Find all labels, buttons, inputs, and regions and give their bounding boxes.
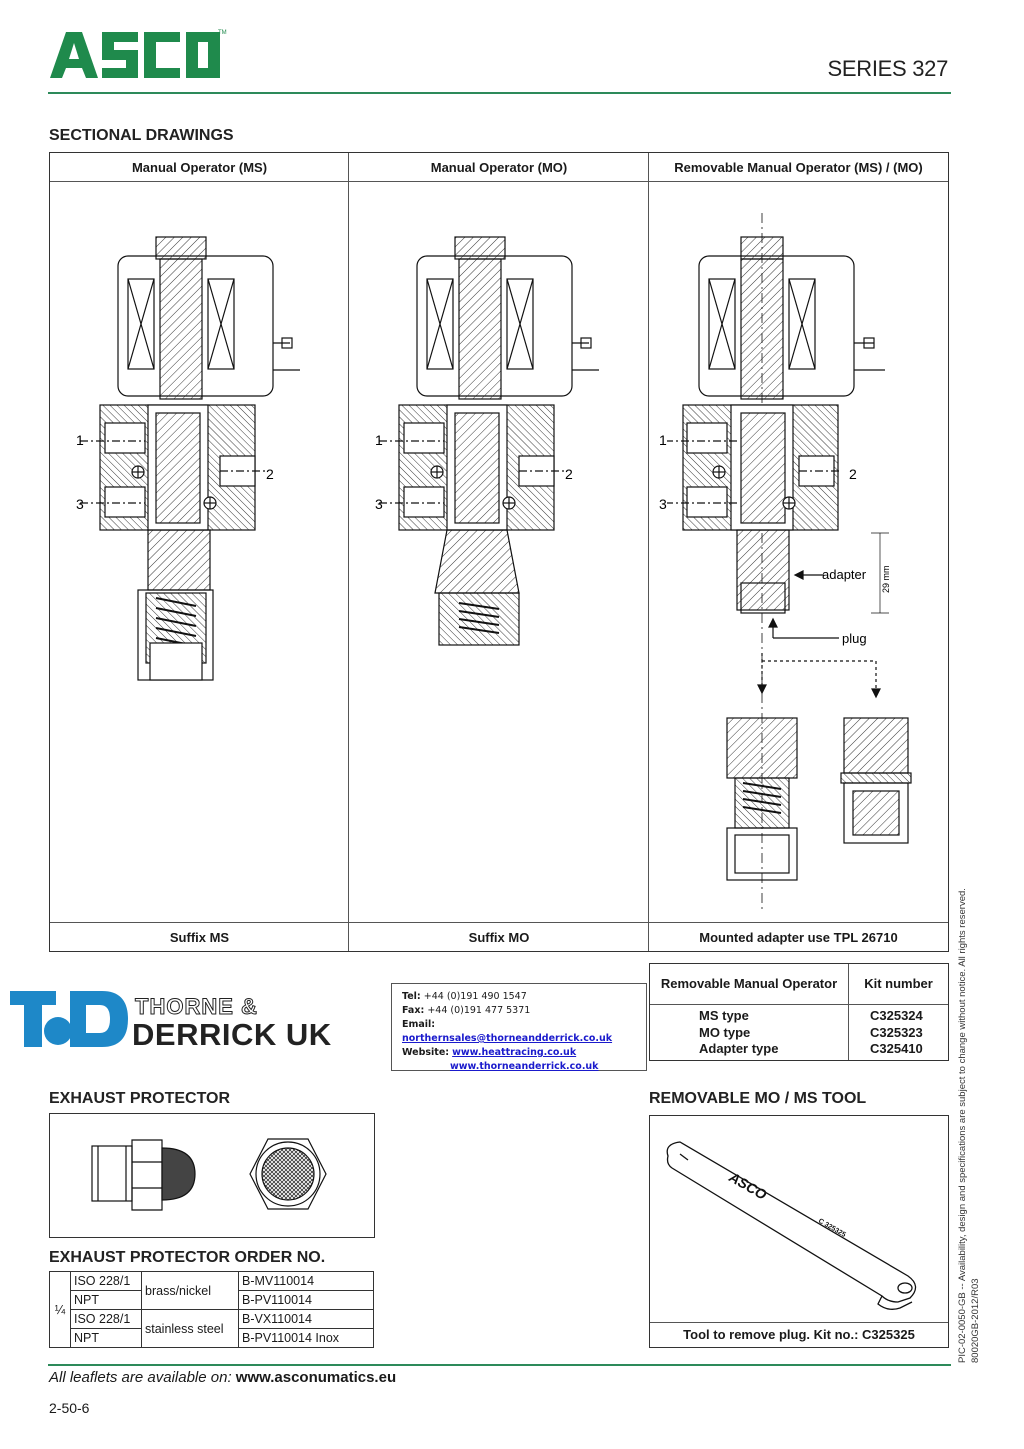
footer-leaflet-text: All leaflets are available on:: [49, 1369, 236, 1386]
footer-leaflets: All leaflets are available on: www.ascon…: [49, 1369, 396, 1386]
kit-head-operator: Removable Manual Operator: [660, 976, 838, 991]
kit-divider: [848, 964, 850, 1060]
thread-cell: NPT: [70, 1328, 142, 1348]
side-legal-text: PIC-02-0050-GB -- Availability, design a…: [956, 843, 982, 1363]
col-head-mo: Manual Operator (MO): [349, 153, 649, 182]
tool-drawing: ASCO C 325325: [666, 1141, 917, 1310]
port-label-1: 1: [375, 432, 383, 448]
thread-cell: ISO 228/1: [70, 1271, 142, 1291]
order-cell: B-VX110014: [238, 1309, 374, 1329]
thread-cell: NPT: [70, 1290, 142, 1310]
valve-drawing-ms: 1 2 3: [76, 236, 300, 681]
col-head-ms: Manual Operator (MS): [50, 153, 349, 182]
header-rule: [48, 92, 951, 94]
col-divider: [348, 153, 350, 951]
dimension-label: 29 mm: [881, 565, 891, 593]
col-foot-mo: Suffix MO: [349, 922, 649, 951]
fax-value: +44 (0)191 477 5371: [427, 1005, 531, 1016]
sectional-table: Manual Operator (MS) Manual Operator (MO…: [49, 152, 949, 952]
email-label: Email:: [402, 1019, 436, 1030]
fax-label: Fax:: [402, 1005, 425, 1016]
order-cell: B-MV110014: [238, 1271, 374, 1291]
plug-label: plug: [842, 631, 867, 646]
tool-title: REMOVABLE MO / MS TOOL: [649, 1090, 867, 1107]
trademark: TM: [218, 30, 227, 36]
thorne-derrick-logo: THORNE & DERRICK UK: [10, 991, 332, 1051]
footer-url[interactable]: www.asconumatics.eu: [235, 1369, 397, 1386]
exhaust-title: EXHAUST PROTECTOR: [49, 1090, 231, 1107]
website-link-heattracing[interactable]: www.heattracing.co.uk: [452, 1047, 577, 1058]
kit-type: MS type: [699, 1008, 749, 1023]
kit-number: C325323: [870, 1025, 923, 1040]
tool-caption: Tool to remove plug. Kit no.: C325325: [650, 1322, 948, 1347]
distributor-name-line2: DERRICK UK: [132, 1017, 332, 1051]
kit-number: C325324: [870, 1008, 923, 1023]
sectional-title: SECTIONAL DRAWINGS: [49, 127, 234, 144]
valve-drawing-mo: 1 2 3: [375, 236, 599, 646]
tel-value: +44 (0)191 490 1547: [423, 991, 527, 1002]
port-label-2: 2: [849, 466, 857, 482]
col-divider: [648, 153, 650, 951]
exhaust-order-table: ¼ ISO 228/1 brass/nickel B-MV110014 NPT …: [49, 1271, 374, 1348]
table-row: NPT B-PV110014 Inox: [50, 1328, 374, 1348]
tool-box: ASCO C 325325 Tool to remove plug. Kit n…: [649, 1115, 949, 1348]
exhaust-order-title: EXHAUST PROTECTOR ORDER NO.: [49, 1249, 326, 1266]
material-cell: stainless steel: [141, 1309, 239, 1348]
port-label-1: 1: [659, 432, 667, 448]
port-label-3: 3: [659, 496, 667, 512]
series-title: SERIES 327: [827, 56, 948, 81]
material-cell: brass/nickel: [141, 1271, 239, 1310]
col-head-removable: Removable Manual Operator (MS) / (MO): [649, 153, 948, 182]
kit-type: MO type: [699, 1025, 751, 1040]
exhaust-drawing-box: [49, 1113, 375, 1238]
page-number: 2-50-6: [49, 1400, 90, 1416]
table-row: NPT B-PV110014: [50, 1290, 374, 1310]
exhaust-protector-drawing: [91, 1138, 327, 1211]
side-line-1: PIC-02-0050-GB -- Availability, design a…: [957, 888, 968, 1363]
contact-box: Tel: +44 (0)191 490 1547 Fax: +44 (0)191…: [391, 983, 647, 1072]
tel-label: Tel:: [402, 991, 421, 1002]
col-foot-ms: Suffix MS: [50, 922, 349, 951]
web-label: Website:: [402, 1047, 450, 1058]
kit-table: Removable Manual Operator Kit number MS …: [649, 963, 949, 1061]
port-label-1: 1: [76, 432, 84, 448]
order-cell: B-PV110014 Inox: [238, 1328, 374, 1348]
website-link-thorneanderrick[interactable]: www.thorneanderrick.co.uk: [450, 1061, 599, 1072]
side-line-2: 80020GB-2012/R03: [970, 1278, 981, 1363]
email-link[interactable]: northernsales@thorneandderrick.co.uk: [402, 1033, 613, 1044]
size-cell: ¼: [49, 1271, 71, 1348]
order-cell: B-PV110014: [238, 1290, 374, 1310]
adapter-label: adapter: [822, 567, 867, 582]
port-label-3: 3: [76, 496, 84, 512]
kit-divider: [650, 1004, 948, 1006]
kit-type: Adapter type: [699, 1041, 779, 1056]
kit-head-number: Kit number: [864, 976, 933, 991]
port-label-2: 2: [266, 466, 274, 482]
thread-cell: ISO 228/1: [70, 1309, 142, 1329]
valve-drawing-removable: 1 2 3 adapter plug 29 mm: [659, 213, 912, 913]
col-foot-removable: Mounted adapter use TPL 26710: [649, 922, 948, 951]
kit-number: C325410: [870, 1041, 923, 1056]
table-row: ISO 228/1 stainless steel B-VX110014: [50, 1309, 374, 1348]
port-label-3: 3: [375, 496, 383, 512]
asco-logo: TM: [50, 30, 227, 78]
port-label-2: 2: [565, 466, 573, 482]
distributor-name-line1: THORNE &: [135, 994, 258, 1019]
table-row: ¼ ISO 228/1 brass/nickel B-MV110014: [49, 1271, 374, 1348]
footer-rule: [48, 1364, 951, 1366]
